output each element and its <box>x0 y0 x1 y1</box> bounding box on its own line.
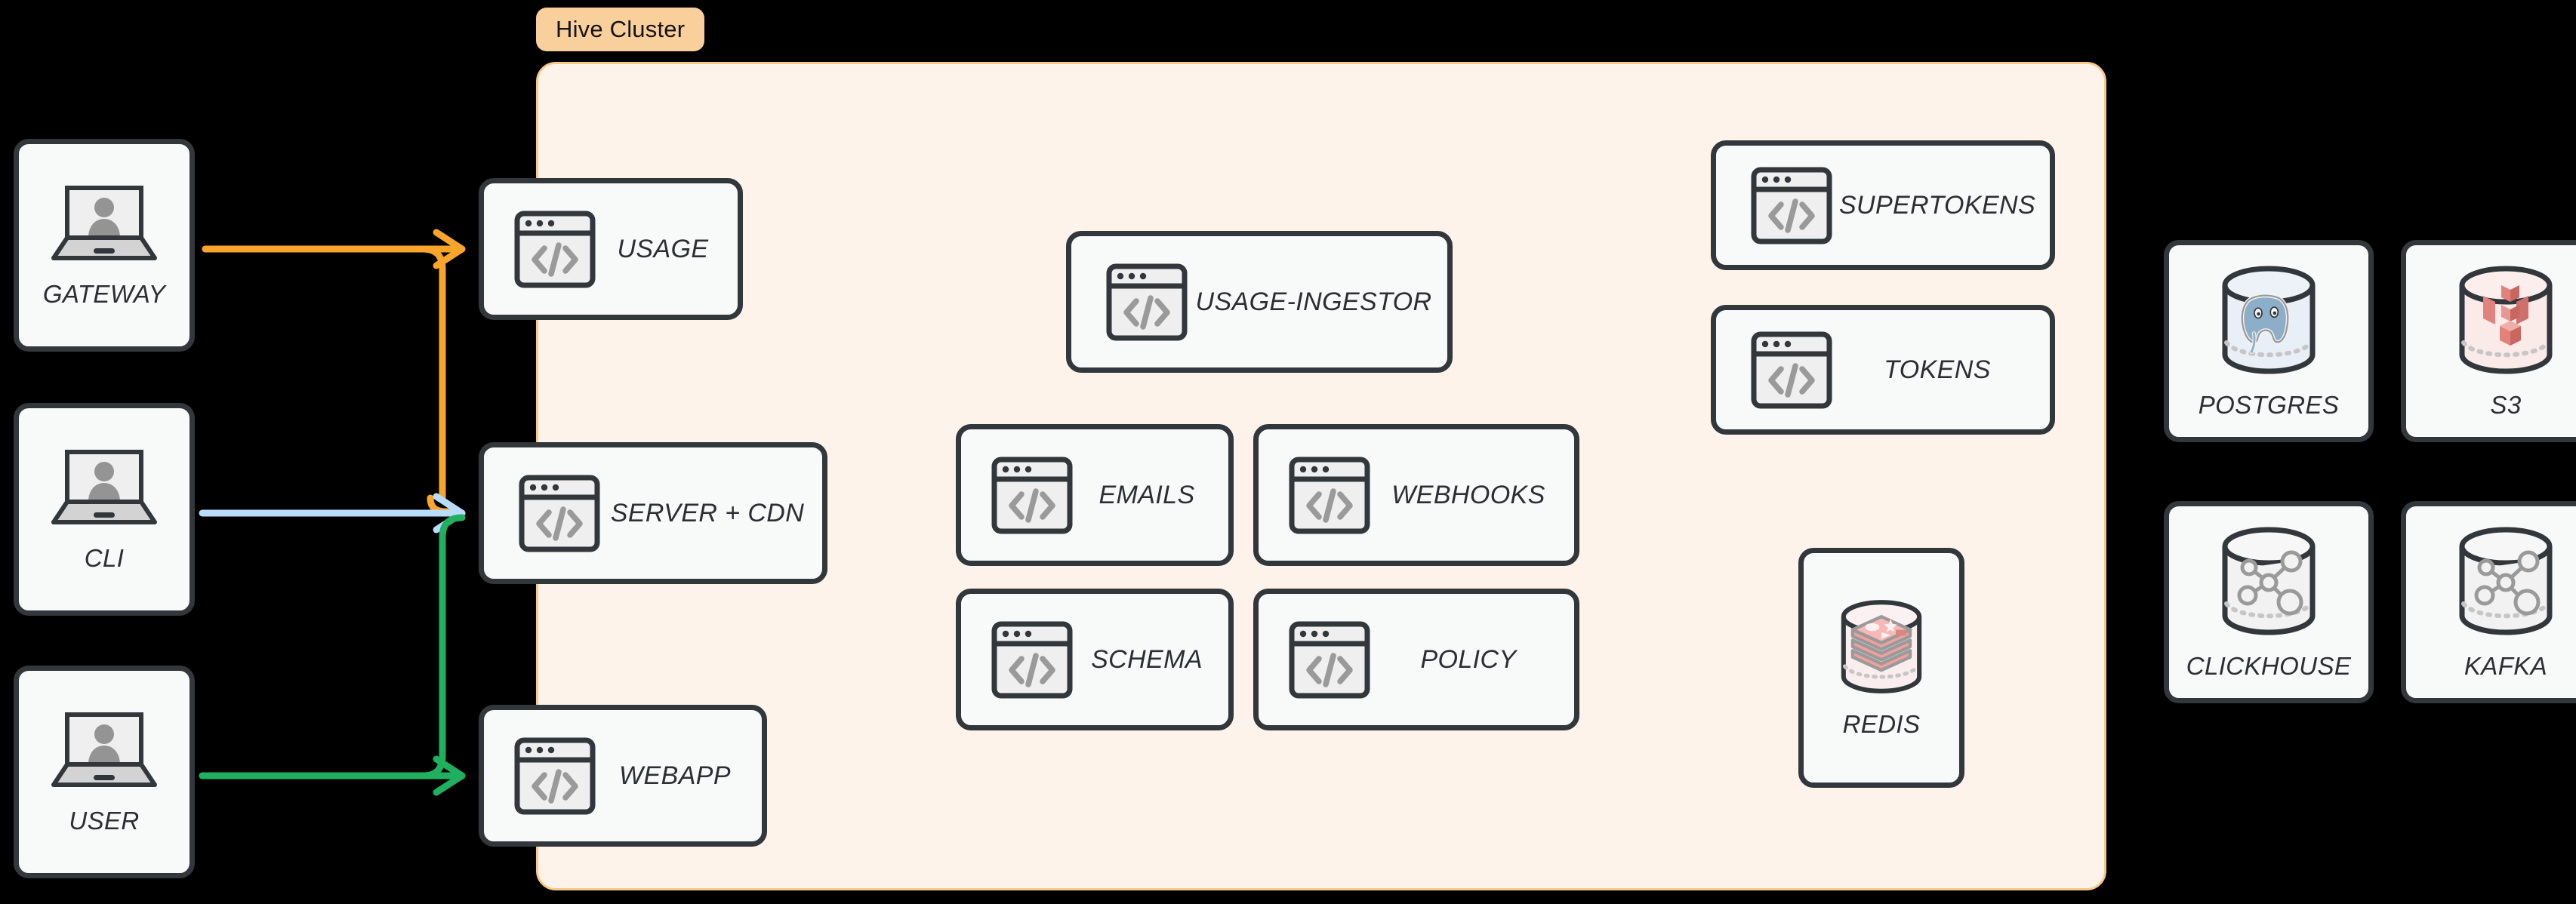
store-label-s3: S3 <box>2490 391 2522 419</box>
store-label-redis: REDIS <box>1842 710 1921 738</box>
laptop-user-icon <box>48 446 161 530</box>
service-label-emails: EMAILS <box>1098 480 1195 509</box>
service-node-schema[interactable]: SCHEMA <box>956 589 1234 730</box>
service-label-schema: SCHEMA <box>1091 644 1203 674</box>
client-node-user[interactable]: USER <box>14 666 195 878</box>
client-node-cli[interactable]: CLI <box>14 403 195 616</box>
code-window-icon <box>514 737 596 815</box>
client-node-gateway[interactable]: GATEWAY <box>14 139 195 352</box>
service-label-webapp: WEBAPP <box>619 761 731 790</box>
client-label-gateway: GATEWAY <box>42 280 166 308</box>
code-window-icon <box>991 621 1073 699</box>
code-window-icon <box>1751 167 1832 244</box>
edge-gateway-server-cdn <box>427 494 457 515</box>
store-node-postgres[interactable]: POSTGRES <box>2164 240 2374 442</box>
edge-user-server-cdn <box>199 514 466 779</box>
service-node-webhooks[interactable]: WEBHOOKS <box>1253 424 1579 566</box>
service-label-tokens: TOKENS <box>1884 355 1991 384</box>
code-window-icon <box>1289 621 1370 699</box>
service-node-policy[interactable]: POLICY <box>1253 589 1579 730</box>
store-label-postgres: POSTGRES <box>2198 391 2340 419</box>
store-node-redis[interactable]: REDIS <box>1798 548 1964 788</box>
edge-arrow-server-cdn <box>433 493 466 533</box>
service-node-webapp[interactable]: WEBAPP <box>479 705 767 847</box>
clickhouse-database-icon <box>2213 524 2325 638</box>
client-label-user: USER <box>69 807 140 835</box>
edge-arrow-usage <box>433 229 466 269</box>
laptop-user-icon <box>48 709 161 793</box>
laptop-user-icon <box>48 182 161 266</box>
service-label-usage: USAGE <box>617 234 709 263</box>
store-label-clickhouse: CLICKHOUSE <box>2186 652 2352 680</box>
service-label-policy: POLICY <box>1420 644 1517 674</box>
hive-cluster-label: Hive Cluster <box>536 8 705 51</box>
kafka-database-icon <box>2450 524 2562 638</box>
store-label-kafka: KAFKA <box>2464 652 2548 680</box>
service-node-usage-ingestor[interactable]: USAGE-INGESTOR <box>1066 231 1453 373</box>
edge-gateway-usage <box>202 245 446 502</box>
service-node-server-cdn[interactable]: SERVER + CDN <box>479 442 827 584</box>
service-node-usage[interactable]: USAGE <box>479 178 743 320</box>
edge-arrow-webapp <box>433 755 466 796</box>
service-node-tokens[interactable]: TOKENS <box>1711 305 2055 435</box>
service-label-usage-ingestor: USAGE-INGESTOR <box>1195 287 1432 316</box>
code-window-icon <box>1106 263 1188 341</box>
service-label-supertokens: SUPERTOKENS <box>1838 190 2036 220</box>
code-window-icon <box>991 457 1073 534</box>
code-window-icon <box>1289 457 1370 534</box>
store-node-s3[interactable]: S3 <box>2401 240 2576 442</box>
client-label-cli: CLI <box>84 544 125 572</box>
store-node-clickhouse[interactable]: CLICKHOUSE <box>2164 501 2374 703</box>
service-label-server-cdn: SERVER + CDN <box>610 498 805 527</box>
code-window-icon <box>1751 331 1832 409</box>
code-window-icon <box>514 211 596 288</box>
service-node-supertokens[interactable]: SUPERTOKENS <box>1711 140 2055 270</box>
s3-database-icon <box>2450 263 2562 377</box>
service-node-emails[interactable]: EMAILS <box>956 424 1234 566</box>
redis-database-icon <box>1833 597 1930 696</box>
code-window-icon <box>519 475 600 552</box>
store-node-kafka[interactable]: KAFKA <box>2401 501 2576 703</box>
postgres-database-icon <box>2213 263 2325 377</box>
service-label-webhooks: WEBHOOKS <box>1391 480 1545 509</box>
